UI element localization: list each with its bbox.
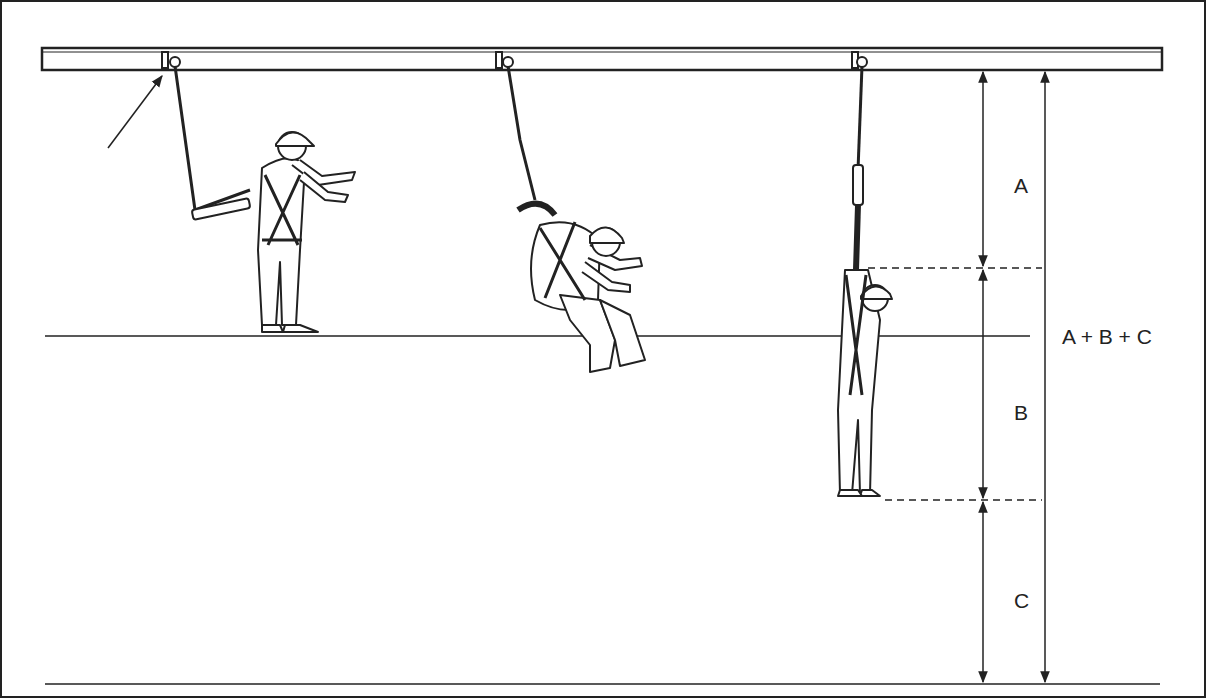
total-dimension-label: A + B + C (1060, 325, 1154, 348)
pointer-arrow (108, 76, 162, 148)
beam-edge (42, 52, 1162, 53)
dimension-lines (868, 72, 1045, 682)
lower-level (45, 683, 1160, 685)
work-level (45, 335, 1030, 337)
standing-worker (175, 66, 355, 332)
dimension-label: B (1012, 401, 1030, 424)
dimension-label: A (1012, 174, 1030, 197)
hanging-worker (838, 66, 892, 496)
dimension-label: C (1012, 589, 1031, 612)
beam (42, 48, 1162, 70)
falling-worker (508, 66, 645, 372)
anchors (162, 52, 867, 68)
